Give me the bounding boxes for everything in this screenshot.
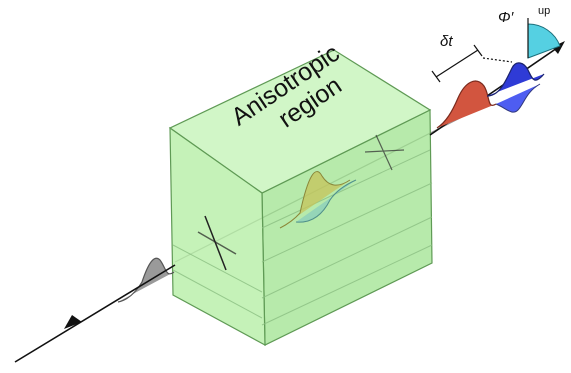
arrow-head-icon [552, 41, 565, 54]
exit-cross-marker [364, 134, 405, 171]
box-front-face [169, 126, 266, 347]
output-wave-blue [486, 62, 545, 97]
output-wave-red [436, 80, 497, 129]
box-grid-lines [172, 149, 433, 326]
inside-wave-teal [295, 179, 357, 223]
up-label: up [538, 5, 550, 17]
angle-wedge [527, 23, 561, 59]
arrow-head-icon [64, 315, 82, 329]
input-wave [117, 257, 175, 303]
delay-bracket [431, 44, 513, 83]
output-wave-blue-lower [495, 83, 541, 113]
delay-label: δt [440, 33, 453, 50]
angle-label: Φ′ [498, 9, 515, 26]
beam-input-line [14, 264, 176, 363]
entry-cross-marker [197, 215, 237, 271]
inside-wave-yellow [279, 171, 351, 229]
